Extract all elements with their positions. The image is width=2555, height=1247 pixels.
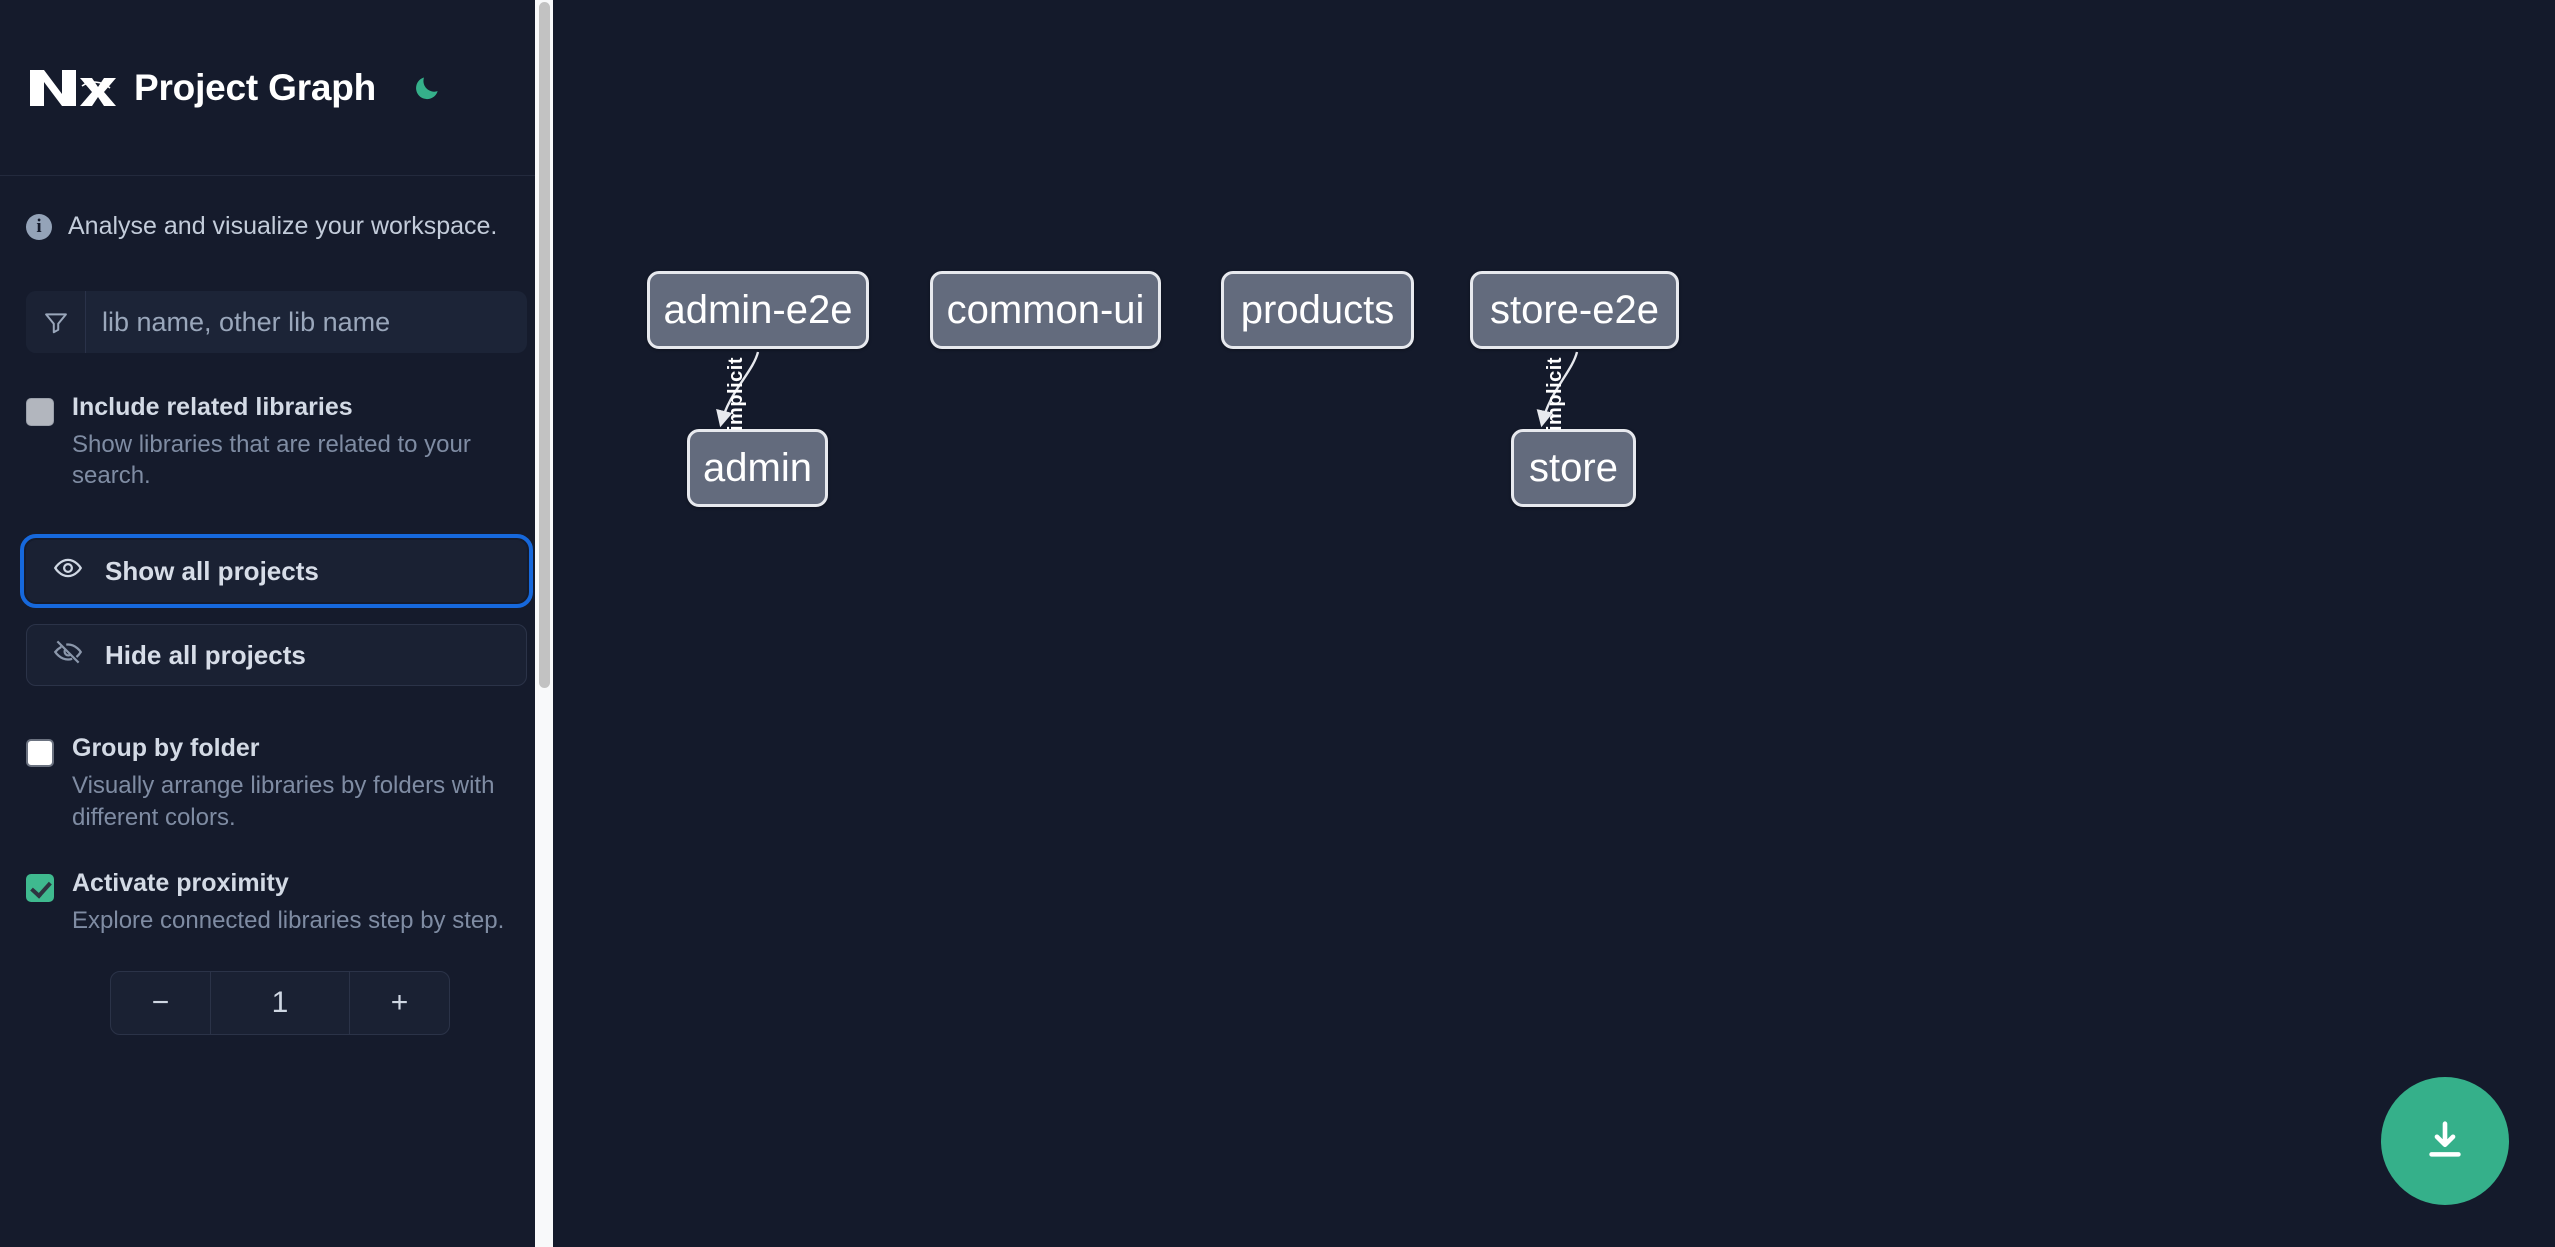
- option-description: Visually arrange libraries by folders wi…: [72, 771, 495, 831]
- proximity-stepper[interactable]: − 1 +: [110, 970, 450, 1035]
- edge-admin-e2e-to-admin: [716, 351, 760, 428]
- hide-all-projects-label: Hide all projects: [105, 639, 306, 670]
- option-description: Show libraries that are related to your …: [72, 430, 471, 490]
- download-icon: [2422, 1117, 2468, 1166]
- proximity-decrement-button[interactable]: −: [111, 971, 211, 1034]
- group-by-folder-checkbox[interactable]: [26, 739, 54, 768]
- graph-canvas[interactable]: admin-e2e common-ui products store-e2e a…: [553, 0, 2555, 1247]
- option-group-by-folder[interactable]: Group by folder Visually arrange librari…: [26, 734, 527, 833]
- page-title: Project Graph: [134, 66, 377, 108]
- funnel-filter-icon: [26, 291, 86, 353]
- search-input[interactable]: [86, 291, 527, 353]
- show-all-projects-button[interactable]: Show all projects: [20, 534, 533, 609]
- graph-node-common-ui[interactable]: common-ui: [930, 271, 1161, 349]
- option-label: Group by folder: [72, 734, 260, 763]
- sidebar-header: Project Graph: [0, 0, 553, 176]
- eye-icon: [53, 553, 83, 590]
- hide-all-projects-button[interactable]: Hide all projects: [26, 624, 527, 687]
- option-description: Explore connected libraries step by step…: [72, 906, 505, 934]
- visibility-button-group: Show all projects Hide all projects: [20, 534, 533, 687]
- option-label: Include related libraries: [72, 393, 353, 421]
- show-all-projects-label: Show all projects: [105, 555, 319, 586]
- download-graph-button[interactable]: [2381, 1077, 2509, 1205]
- graph-edges-layer: [716, 351, 1579, 428]
- edge-store-e2e-to-store: [1536, 351, 1579, 428]
- proximity-increment-button[interactable]: +: [349, 971, 449, 1034]
- workspace-info-text: Analyse and visualize your workspace.: [68, 212, 498, 240]
- graph-node-store-e2e[interactable]: store-e2e: [1470, 271, 1679, 349]
- workspace-info: i Analyse and visualize your workspace.: [0, 176, 553, 241]
- option-activate-proximity[interactable]: Activate proximity Explore connected lib…: [26, 869, 527, 936]
- graph-node-admin[interactable]: admin: [687, 429, 828, 507]
- nx-logo-icon: [26, 60, 122, 116]
- graph-node-products[interactable]: products: [1221, 271, 1414, 349]
- graph-node-store[interactable]: store: [1511, 429, 1636, 507]
- activate-proximity-checkbox[interactable]: [26, 874, 54, 903]
- option-include-related-libraries[interactable]: Include related libraries Show libraries…: [26, 393, 527, 492]
- option-label: Activate proximity: [72, 869, 289, 898]
- sidebar: Project Graph i Analyse and visualize yo…: [0, 0, 553, 1247]
- sidebar-scrollbar-track[interactable]: [535, 0, 553, 1247]
- proximity-value: 1: [271, 985, 289, 1019]
- info-circle-icon: i: [26, 213, 52, 240]
- filter-bar[interactable]: [26, 291, 527, 353]
- graph-node-admin-e2e[interactable]: admin-e2e: [647, 271, 869, 349]
- eye-off-icon: [53, 637, 83, 674]
- moon-icon[interactable]: [406, 67, 448, 109]
- include-related-libraries-checkbox[interactable]: [26, 398, 54, 426]
- sidebar-scrollbar-thumb[interactable]: [539, 2, 550, 688]
